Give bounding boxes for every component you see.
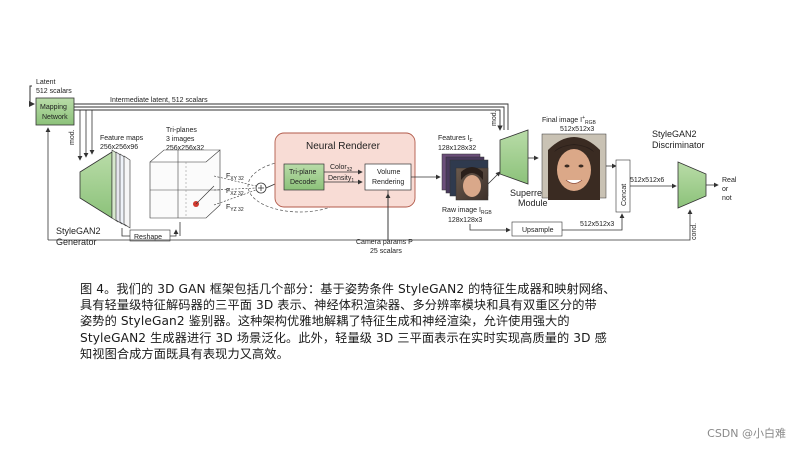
generator-label-2: Generator (56, 237, 97, 247)
f-yz-label: FYZ 32 (226, 204, 244, 213)
camera-label-1: Camera params P (356, 239, 413, 246)
superres-label-2: Module (518, 198, 548, 208)
superres-label-1: Superres. (510, 188, 549, 198)
raw-image-dim: 128x128x3 (448, 217, 482, 224)
mapping-label-1: Mapping (40, 104, 67, 111)
generator-shape (79, 151, 113, 219)
mapping-network-box (35, 97, 75, 126)
neural-renderer-label: Neural Renderer (306, 141, 381, 152)
generator-label-1: StyleGAN2 (56, 226, 101, 236)
f-xz-label: FXZ 32 (226, 188, 244, 197)
volume-label-2: Rendering (372, 179, 404, 186)
density-label: Density1 (328, 175, 354, 184)
mod-label-generator: mod. (69, 129, 76, 145)
camera-label-2: 25 scalars (370, 248, 402, 255)
latent-dim-label: 512 scalars (36, 88, 72, 95)
final-image-thumbnail (541, 133, 607, 200)
superres-module-shape (499, 129, 529, 185)
caption-line: 图 4。我们的 3D GAN 框架包括几个部分：基于姿势条件 StyleGAN2… (80, 282, 616, 296)
feature-maps-dim: 256x256x96 (100, 144, 138, 151)
upsample-dim: 512x512x3 (580, 221, 614, 228)
volume-rendering-box (364, 163, 412, 191)
volume-label-1: Volume (377, 169, 400, 176)
upsample-label: Upsample (522, 227, 554, 234)
concat-dim: 512x512x6 (630, 177, 664, 184)
triplane-cube (149, 149, 221, 219)
camera-params-line (48, 209, 693, 241)
decoder-label-2: Decoder (290, 179, 317, 186)
feature-maps-label: Feature maps (100, 135, 144, 142)
caption-line: 知视图合成方面既具有表现力又高效。 (80, 346, 289, 361)
discriminator-shape (677, 161, 707, 209)
caption-line: StyleGAN2 生成器进行 3D 场景泛化。此外，轻量级 3D 三平面表示在… (80, 330, 607, 345)
output-label-2: or (722, 186, 729, 193)
intermediate-latent-label: Intermediate latent, 512 scalars (110, 97, 208, 104)
f-xy-label: FXY 32 (226, 173, 244, 182)
features-dim: 128x128x32 (438, 145, 476, 152)
mapping-label-2: Network (42, 114, 68, 121)
feature-maps-stack (111, 149, 131, 229)
cond-label: cond. (691, 223, 698, 240)
output-label-3: not (722, 195, 732, 202)
caption-line: 具有轻量级特征解码器的三平面 3D 表示、神经体积渲染器、多分辨率模块和具有双重… (80, 298, 597, 313)
final-image-label: Final image I+RGB (542, 115, 597, 126)
triplanes-dim: 256x256x32 (166, 145, 204, 152)
architecture-diagram: Latent 512 scalars Mapping Network Inter… (29, 79, 737, 255)
concat-label: Concat (621, 184, 628, 206)
raw-image-thumbnail (455, 167, 489, 201)
mod-label-superres: mod. (491, 110, 498, 126)
upsample-box (511, 221, 563, 237)
output-label-1: Real (722, 177, 737, 184)
features-label: Features IF (438, 135, 473, 144)
final-image-dim: 512x512x3 (560, 126, 594, 133)
reshape-label: Reshape (134, 234, 162, 241)
raw-image-label: Raw image IRGB (442, 207, 492, 216)
watermark: CSDN @小白难 (707, 427, 786, 440)
triplane-decoder-box (283, 163, 325, 191)
triplanes-label: Tri-planes (166, 127, 197, 134)
triplanes-count: 3 images (166, 136, 195, 143)
caption-line: 姿势的 StyleGan2 鉴别器。这种架构优雅地解耦了特征生成和神经渲染，允许… (80, 314, 570, 329)
discriminator-label-1: StyleGAN2 (652, 129, 697, 139)
latent-arrow (29, 85, 35, 107)
color-label: Color32 (330, 164, 353, 173)
decoder-label-1: Tri-plane (289, 169, 316, 176)
discriminator-label-2: Discriminator (652, 140, 705, 150)
latent-label: Latent (36, 79, 56, 86)
figure-caption: 图 4。我们的 3D GAN 框架包括几个部分：基于姿势条件 StyleGAN2… (80, 281, 720, 362)
reshape-box (129, 229, 171, 242)
intermediate-latent-line (74, 103, 509, 130)
